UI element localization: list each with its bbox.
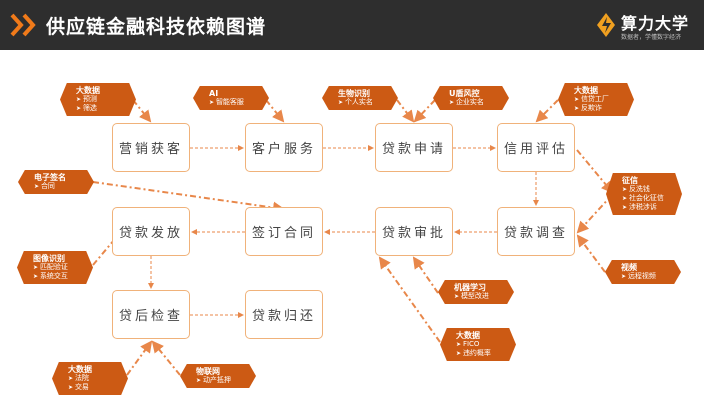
step-sign-contract: 签订合同 — [245, 207, 323, 256]
step-loan-disbursement: 贷款发放 — [112, 207, 190, 256]
tech-tag: 大数据预测筛选 — [60, 83, 136, 116]
tech-tag: 大数据法院交易 — [52, 362, 128, 395]
double-chevron-icon — [10, 13, 36, 37]
tech-tag: 图像识别匹配验证系统交互 — [17, 251, 93, 284]
tech-tag: U盾风控企业实名 — [433, 86, 509, 110]
step-loan-application: 贷款申请 — [375, 123, 453, 172]
tech-tag: 生物识别个人实名 — [322, 86, 398, 110]
step-loan-approval: 贷款审批 — [375, 207, 453, 256]
tech-tag: 征信反洗钱社会化征信涉税涉诉 — [606, 173, 682, 215]
tech-tag: 物联网动产抵押 — [180, 364, 256, 388]
step-loan-repayment: 贷款归还 — [245, 290, 323, 339]
tech-tag: 大数据FICO违约概率 — [440, 328, 516, 361]
brand-slogan: 数据者，学懂数字经济 — [621, 34, 682, 41]
tech-tag: 大数据信贷工厂反欺诈 — [558, 83, 634, 116]
step-credit-evaluation: 信用评估 — [497, 123, 575, 172]
tech-tag: 机器学习模型改进 — [438, 280, 514, 304]
tech-tag: 视频远程视频 — [605, 260, 681, 284]
header-bar: 供应链金融科技依赖图谱 算力大学 数据者，学懂数字经济 — [0, 0, 704, 50]
tech-tag: AI智能客服 — [193, 86, 269, 110]
logo-icon — [597, 13, 615, 37]
step-post-loan-check: 贷后检查 — [112, 290, 190, 339]
brand-name: 算力大学 — [621, 14, 690, 33]
page-title: 供应链金融科技依赖图谱 — [46, 16, 267, 38]
step-marketing: 营销获客 — [112, 123, 190, 172]
step-customer-service: 客户服务 — [245, 123, 323, 172]
step-loan-investigation: 贷款调查 — [497, 207, 575, 256]
tech-tag: 电子签名合同 — [18, 170, 94, 194]
